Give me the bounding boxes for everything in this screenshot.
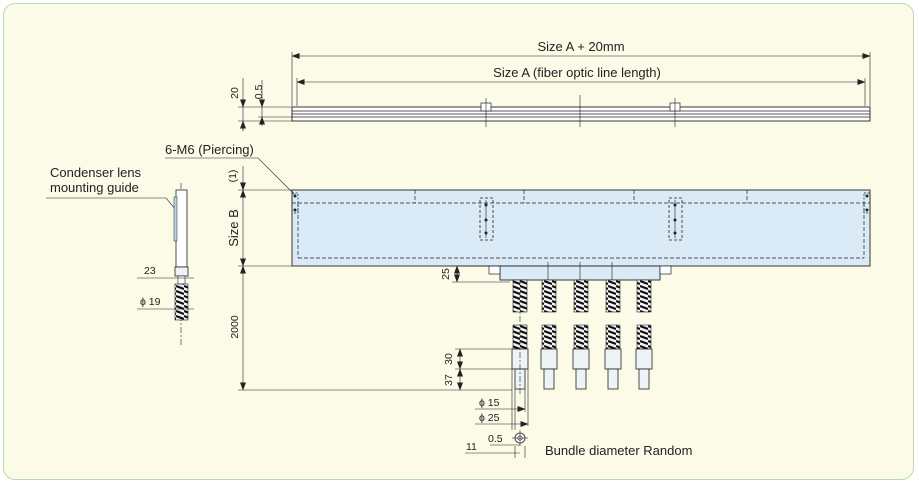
dim-20-label: 20	[229, 87, 241, 99]
dim-37-label: 37	[443, 374, 455, 386]
dim-30-label: 30	[443, 353, 455, 365]
dim-05-top-label: 0.5	[253, 85, 265, 100]
fiber-bundle-4	[604, 279, 622, 390]
dim-11-label: 11	[466, 441, 477, 453]
dim-2000-label: 2000	[229, 315, 241, 339]
dim-05-bottom-label: 0.5	[488, 433, 503, 445]
dim-phi25-label: ϕ 25	[479, 412, 500, 424]
dim-phi19-label: ϕ 19	[140, 296, 161, 308]
fiber-bundle-2	[540, 279, 558, 390]
side-view: Condenser lens mounting guide 23 ϕ 19	[46, 165, 194, 345]
dim-phi15-label: ϕ 15	[479, 397, 500, 409]
size-a-plus-label: Size A + 20mm	[537, 39, 624, 54]
front-view: 6-M6 (Piercing) (1) Size B 25 2000	[165, 142, 871, 391]
dim-23-label: 23	[144, 265, 156, 277]
fiber-bundle-1	[511, 279, 529, 395]
fiber-bundle-3	[572, 279, 590, 390]
condenser-label-line1: Condenser lens	[50, 165, 142, 180]
dim-25-label: 25	[440, 268, 452, 280]
dim-1-label: (1)	[227, 170, 239, 183]
top-view: Size A + 20mm Size A (fiber optic line l…	[229, 39, 871, 131]
fiber-bundle-5	[635, 279, 653, 390]
bundle-diameter-label: Bundle diameter Random	[545, 443, 692, 458]
piercing-label: 6-M6 (Piercing)	[165, 142, 254, 157]
fiber-bundles: 30 37 ϕ 15 ϕ 25 0.5 11 Bundle diameter R…	[443, 279, 692, 458]
size-a-label: Size A (fiber optic line length)	[493, 65, 661, 80]
size-b-label: Size B	[226, 209, 241, 247]
condenser-label-line2: mounting guide	[50, 180, 139, 195]
